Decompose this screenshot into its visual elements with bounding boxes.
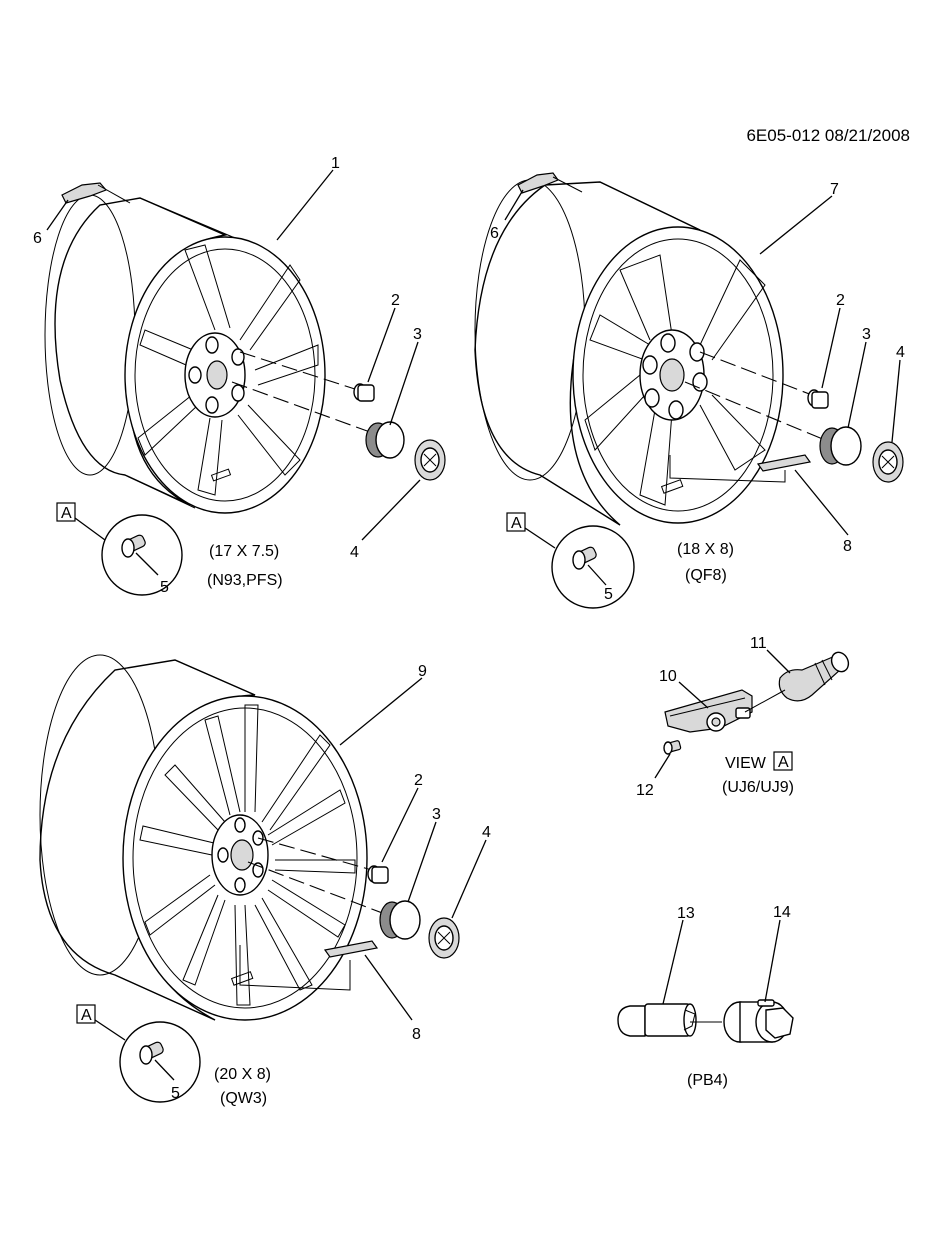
emblem-17: [414, 439, 446, 481]
callout-2b: 2: [836, 292, 845, 309]
wheel-17-code: (N93,PFS): [207, 572, 283, 589]
center-bore-17: [206, 360, 228, 390]
svg-text:A: A: [81, 1007, 92, 1024]
callout-9: 9: [418, 663, 427, 680]
wheel-20-size: (20 X 8): [214, 1066, 271, 1083]
wheel-20-assembly: [39, 654, 368, 1021]
callout-12: 12: [636, 782, 654, 799]
callout-3: 3: [413, 326, 422, 343]
callout-8c: 8: [412, 1026, 421, 1043]
wheel-lock-key: [723, 999, 794, 1043]
center-cap-18: [819, 426, 862, 466]
callout-13: 13: [677, 905, 695, 922]
callout-2: 2: [391, 292, 400, 309]
tpms-sensor-18: [517, 172, 583, 194]
callout-10: 10: [659, 668, 677, 685]
view-a-code: (UJ6/UJ9): [722, 779, 794, 796]
view-a-marker-2: [506, 512, 526, 532]
valve-stem-18: [572, 546, 597, 570]
tpms-sensor-detail: [664, 689, 753, 733]
valve-stem-17: [121, 534, 146, 558]
lug-nut-20: [367, 865, 389, 884]
center-cap-20: [379, 900, 421, 940]
tpms-screw: [663, 740, 682, 755]
view-a-marker-4: [773, 751, 793, 771]
view-a-title: VIEW: [725, 755, 767, 772]
diagram-reference: 6E05-012 08/21/2008: [746, 126, 910, 145]
lug-nut-17: [353, 383, 375, 402]
svg-text:A: A: [778, 754, 789, 771]
tpms-sensor-17: [61, 182, 131, 204]
tpms-valve-stem: [778, 651, 850, 702]
balance-weight-20: [323, 940, 379, 958]
center-cap-17: [365, 421, 405, 459]
wheel-18-assembly: [474, 179, 784, 526]
callout-4: 4: [350, 544, 359, 561]
callout-14: 14: [773, 904, 791, 921]
svg-text:A: A: [61, 505, 72, 522]
valve-detail-20: [119, 1021, 201, 1103]
wheel-spokes-18: [584, 254, 766, 506]
view-a-marker-1: [56, 502, 76, 522]
callout-5: 5: [160, 579, 169, 596]
callout-5b: 5: [604, 586, 613, 603]
valve-detail-17: [101, 514, 183, 596]
balance-weight-18: [756, 454, 812, 472]
lug-nut-18: [807, 389, 829, 409]
wheel-lock-bolt: [617, 1003, 697, 1037]
valve-detail-18: [551, 525, 635, 609]
wheel-spokes-17: [137, 244, 319, 496]
callout-6b: 6: [490, 225, 499, 242]
callout-4b: 4: [896, 344, 905, 361]
callout-8b: 8: [843, 538, 852, 555]
valve-stem-20: [139, 1041, 164, 1065]
callout-1: 1: [331, 155, 340, 172]
wheel-20-code: (QW3): [220, 1090, 267, 1107]
wheel-17-size: (17 X 7.5): [209, 543, 279, 560]
svg-text:A: A: [511, 515, 522, 532]
wheel-18-size: (18 X 8): [677, 541, 734, 558]
callout-3c: 3: [432, 806, 441, 823]
callout-5c: 5: [171, 1085, 180, 1102]
locks-code: (PB4): [687, 1072, 728, 1089]
callout-11: 11: [750, 635, 767, 652]
callout-2c: 2: [414, 772, 423, 789]
emblem-18: [872, 441, 904, 483]
wheel-18-code: (QF8): [685, 567, 727, 584]
view-a-marker-3: [76, 1004, 96, 1024]
callout-7: 7: [830, 181, 839, 198]
emblem-20: [428, 917, 460, 959]
wheel-17-assembly: [44, 194, 326, 514]
callout-3b: 3: [862, 326, 871, 343]
callout-4c: 4: [482, 824, 491, 841]
callout-6: 6: [33, 230, 42, 247]
